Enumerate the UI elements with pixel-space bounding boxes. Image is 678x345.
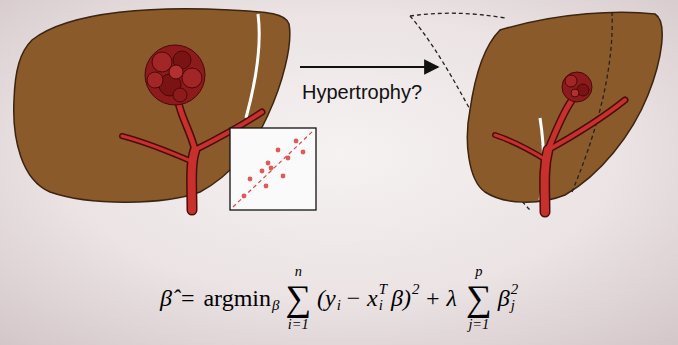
sum-limit: p (475, 263, 482, 280)
formula-term: β̂ (160, 286, 172, 310)
script-stack: i (337, 282, 341, 313)
formula-term: β (498, 286, 510, 310)
script-stack: 2j (511, 282, 518, 313)
formula-group: = (181, 286, 195, 310)
resection-line (246, 14, 259, 118)
ridge-formula: β̂=argminβn∑i=1(yi− xTiβ)2+ λp∑j=1β2j (0, 258, 678, 338)
sum-limit: j=1 (468, 316, 489, 333)
script-stack: β (272, 282, 279, 313)
sum-symbol: ∑ (285, 280, 311, 316)
subscript-slot: β (272, 298, 279, 314)
script-stack: Ti (379, 282, 387, 313)
formula-group: argminβ (203, 282, 279, 313)
scatter-plot (230, 128, 316, 210)
subscript: i (337, 297, 341, 313)
formula-group: (yi (317, 282, 341, 313)
formula-term: − x (345, 286, 378, 310)
liver-before (14, 9, 290, 210)
superscript-slot (337, 282, 341, 298)
subscript: β (272, 297, 279, 313)
subscript-slot (412, 298, 419, 314)
formula-group: n∑i=1 (285, 263, 311, 332)
sum-limit: n (295, 263, 302, 280)
arrow-label: Hypertrophy? (302, 80, 422, 104)
formula-term: + λ (424, 286, 457, 310)
tumor (145, 45, 205, 105)
superscript-slot: 2 (511, 282, 518, 298)
vessel (495, 100, 625, 212)
subscript: i (379, 297, 383, 313)
formula-group: β)2 (391, 282, 419, 313)
superscript: T (379, 281, 387, 297)
formula-group: β̂ (160, 286, 172, 310)
subscript: j (511, 297, 515, 313)
arrow (300, 66, 438, 68)
formula-term: β) (391, 286, 411, 310)
tumor (562, 72, 592, 102)
superscript-slot (272, 282, 279, 298)
formula-group: + λ (424, 286, 457, 310)
formula-term: = (181, 286, 195, 310)
superscript-slot: 2 (412, 282, 419, 298)
liver-after (410, 12, 662, 212)
formula-group: β2j (498, 282, 518, 313)
formula-term: (y (317, 286, 336, 310)
formula-term: argmin (203, 286, 271, 310)
subscript-slot: i (337, 298, 341, 314)
subscript-slot: j (511, 298, 518, 314)
superscript-slot: T (379, 282, 387, 298)
formula-group: − xTi (345, 282, 387, 313)
superscript: 2 (511, 281, 518, 297)
script-stack: 2 (412, 282, 419, 313)
subscript-slot: i (379, 298, 387, 314)
formula-group: p∑j=1 (466, 263, 492, 332)
sum-limit: i=1 (288, 316, 309, 333)
sum-symbol: ∑ (466, 280, 492, 316)
superscript: 2 (412, 281, 419, 297)
